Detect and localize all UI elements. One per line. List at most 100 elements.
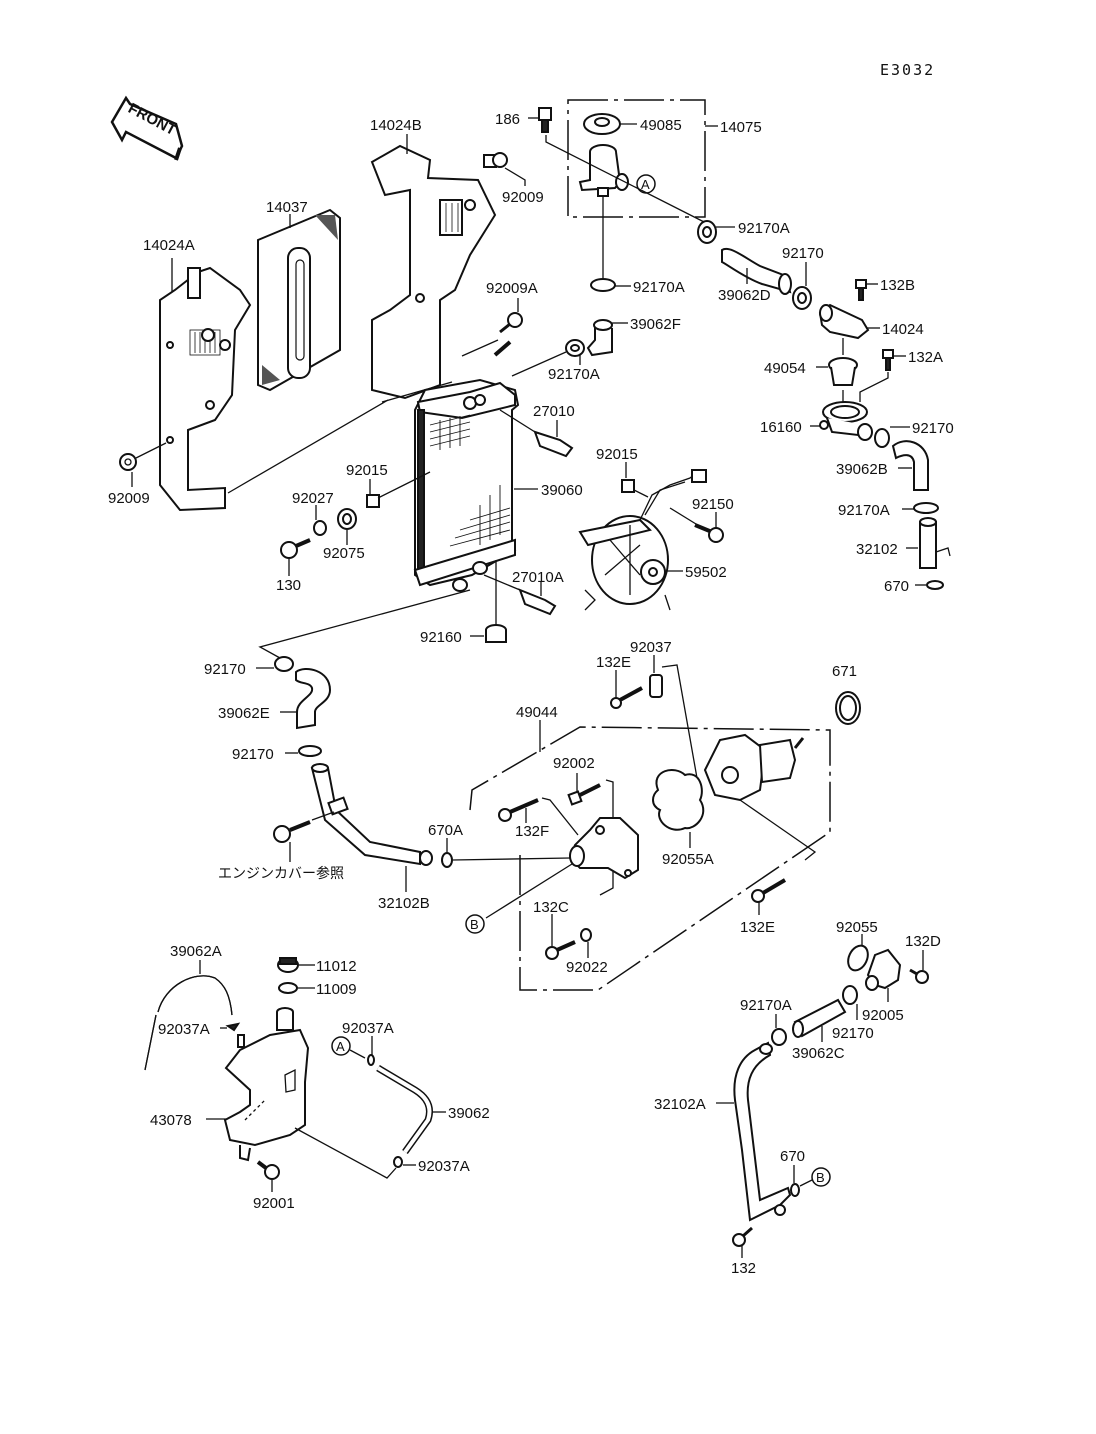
label-132B: 132B bbox=[880, 277, 915, 294]
part-92005-fitting bbox=[865, 948, 902, 991]
label-186: 186 bbox=[495, 111, 520, 128]
part-670-oring-2 bbox=[790, 1183, 800, 1197]
label-670-2: 670 bbox=[780, 1148, 805, 1165]
label-39062F: 39062F bbox=[630, 316, 681, 333]
part-14037-screen bbox=[257, 208, 341, 392]
label-92037: 92037 bbox=[630, 639, 672, 656]
label-92170A-5: 92170A bbox=[740, 997, 792, 1014]
engine-cover-reference-note: エンジンカバー参照 bbox=[218, 865, 344, 882]
part-132E-bolt-2 bbox=[751, 878, 787, 903]
part-27010A-sensor bbox=[483, 574, 557, 616]
label-92001: 92001 bbox=[253, 1195, 295, 1212]
part-49085-cap bbox=[583, 113, 621, 135]
label-92015-1: 92015 bbox=[346, 462, 388, 479]
part-16160-thermostat-housing bbox=[819, 401, 873, 441]
label-32102B: 32102B bbox=[378, 895, 430, 912]
label-39062D: 39062D bbox=[718, 287, 771, 304]
label-132E-1: 132E bbox=[596, 654, 631, 671]
label-27010A: 27010A bbox=[512, 569, 564, 586]
part-92170-clamp-4 bbox=[298, 745, 322, 757]
part-92170-clamp-3 bbox=[274, 656, 294, 672]
label-92009-top: 92009 bbox=[502, 189, 544, 206]
label-130: 130 bbox=[276, 577, 301, 594]
part-92160-grommet bbox=[485, 624, 507, 643]
front-arrow-icon: FRONT bbox=[110, 95, 184, 161]
part-92002-bolt bbox=[567, 783, 601, 806]
label-39062E: 39062E bbox=[218, 705, 270, 722]
part-92170A-clamp-3 bbox=[565, 339, 585, 357]
label-14075: 14075 bbox=[720, 119, 762, 136]
part-14075-filler-neck bbox=[578, 144, 629, 197]
part-92037A-clip-1 bbox=[225, 1022, 241, 1032]
label-59502: 59502 bbox=[685, 564, 727, 581]
part-49054-thermostat bbox=[828, 357, 858, 386]
label-132C: 132C bbox=[533, 899, 569, 916]
label-39062C: 39062C bbox=[792, 1045, 845, 1062]
label-92170-3: 92170 bbox=[204, 661, 246, 678]
label-92015-2: 92015 bbox=[596, 446, 638, 463]
reference-marker-a-lower bbox=[331, 1036, 351, 1056]
reference-marker-b-lower-label: B bbox=[816, 1170, 825, 1185]
part-132-bolt bbox=[732, 1226, 753, 1247]
label-39060: 39060 bbox=[541, 482, 583, 499]
part-14024B-shroud bbox=[370, 144, 497, 400]
part-water-pump-cover bbox=[568, 817, 639, 880]
label-92170A-2: 92170A bbox=[633, 279, 685, 296]
reference-marker-a-label: A bbox=[641, 177, 650, 192]
part-130-bolt bbox=[280, 538, 311, 559]
label-132: 132 bbox=[731, 1260, 756, 1277]
label-92170-5: 92170 bbox=[832, 1025, 874, 1042]
part-92037-clip bbox=[649, 674, 663, 698]
label-92037A-1: 92037A bbox=[158, 1021, 210, 1038]
label-92170A-4: 92170A bbox=[838, 502, 890, 519]
label-11009: 11009 bbox=[316, 981, 357, 998]
part-39062-hose bbox=[376, 1064, 433, 1155]
part-92170-clamp-1 bbox=[792, 286, 812, 310]
part-132D-bolt bbox=[909, 968, 929, 984]
label-92027: 92027 bbox=[292, 490, 334, 507]
label-92009-left: 92009 bbox=[108, 490, 150, 507]
reference-marker-a-lower-label: A bbox=[336, 1039, 345, 1054]
label-92170-1: 92170 bbox=[782, 245, 824, 262]
part-132C-bolt bbox=[545, 940, 576, 960]
part-92037A-clip-2 bbox=[367, 1054, 375, 1066]
part-39062E-hose bbox=[295, 668, 332, 730]
label-92037A-2: 92037A bbox=[342, 1020, 394, 1037]
label-670A: 670A bbox=[428, 822, 463, 839]
label-39062: 39062 bbox=[448, 1105, 490, 1122]
label-92170-4: 92170 bbox=[232, 746, 274, 763]
part-92170A-clamp-2 bbox=[590, 278, 616, 292]
part-92055A-gasket bbox=[652, 769, 705, 831]
label-132D: 132D bbox=[905, 933, 941, 950]
part-132A-bolt bbox=[882, 349, 894, 371]
label-92022: 92022 bbox=[566, 959, 608, 976]
label-92055A: 92055A bbox=[662, 851, 714, 868]
label-49085: 49085 bbox=[640, 117, 682, 134]
part-132B-bolt bbox=[855, 279, 867, 301]
label-49054: 49054 bbox=[764, 360, 806, 377]
label-671: 671 bbox=[832, 663, 857, 680]
part-43078-reserve-tank bbox=[223, 1007, 310, 1162]
label-43078: 43078 bbox=[150, 1112, 192, 1129]
reference-marker-b-label: B bbox=[470, 917, 479, 932]
label-92075: 92075 bbox=[323, 545, 365, 562]
part-92037A-clip-3 bbox=[393, 1156, 403, 1168]
part-132E-bolt-1 bbox=[610, 686, 643, 709]
part-39062A-overflow-hose bbox=[144, 975, 233, 1071]
label-132F: 132F bbox=[515, 823, 549, 840]
label-49044: 49044 bbox=[516, 704, 558, 721]
part-32102B-pipe bbox=[310, 763, 433, 866]
part-39062C-hose bbox=[792, 998, 847, 1038]
part-92009-bolt-left bbox=[119, 453, 137, 471]
label-92009A: 92009A bbox=[486, 280, 538, 297]
part-92027-collar bbox=[313, 520, 327, 536]
part-92075-grommet bbox=[337, 508, 357, 530]
label-92170A-1: 92170A bbox=[738, 220, 790, 237]
part-92170A-clamp-5 bbox=[771, 1028, 787, 1046]
label-32102: 32102 bbox=[856, 541, 898, 558]
label-92002: 92002 bbox=[553, 755, 595, 772]
part-14024A-shroud bbox=[159, 266, 252, 512]
label-14024: 14024 bbox=[882, 321, 924, 338]
part-92009-bolt-top bbox=[483, 152, 508, 168]
